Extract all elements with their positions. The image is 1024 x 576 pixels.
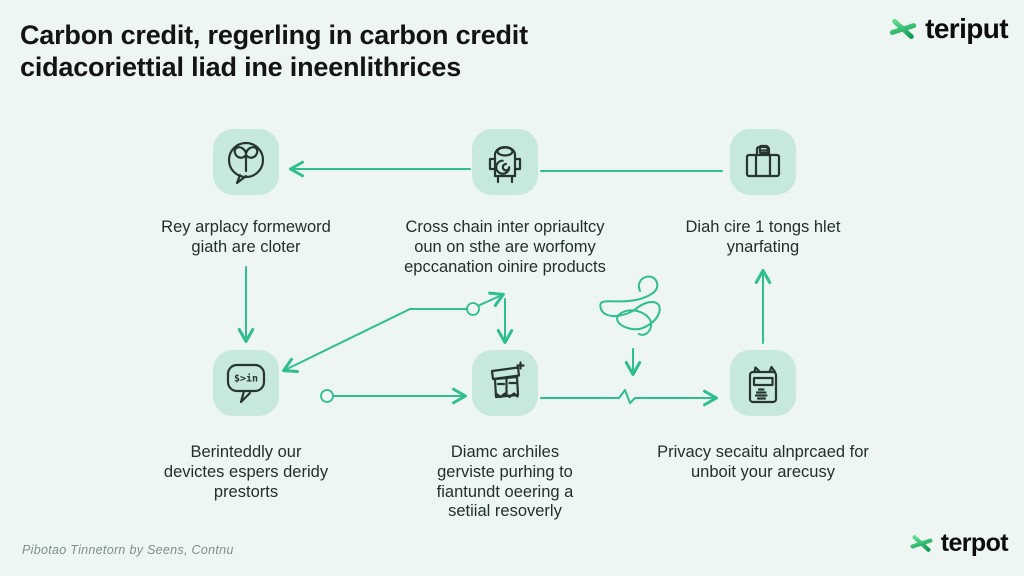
icon-tile [472, 129, 538, 195]
page-title: Carbon credit, regerling in carbon credi… [20, 20, 528, 82]
connector-node-dot [320, 389, 334, 403]
robot-icon [488, 146, 522, 184]
icon-tile [472, 350, 538, 416]
node-bottom-right: Privacy secaitu alnprcaed for unboit you… [623, 350, 903, 483]
node-top-center: Cross chain inter opriaultcy oun on sthe… [365, 129, 645, 277]
node-bottom-left: $>in Berinteddly our devictes espers der… [106, 350, 386, 502]
container-icon [748, 365, 778, 404]
node-label: Rey arplacy formeword giath are cloter [161, 218, 331, 256]
asterisk-icon [889, 15, 917, 43]
scribble-doodle [599, 275, 661, 336]
brand-logo-bottom: terpot [909, 529, 1009, 558]
icon-tile: $>in [213, 350, 279, 416]
arrow-bottom-center-to-bottom-right [540, 389, 718, 407]
node-top-left: Rey arplacy formeword giath are cloter [106, 129, 386, 258]
brand-name: teriput [925, 13, 1009, 44]
code-chat-icon-text: $>in [234, 373, 258, 385]
briefcase-icon [745, 144, 781, 178]
arrow-diagonal-double [282, 291, 505, 373]
speech-circle-icon [227, 141, 265, 185]
brand-name: terpot [940, 529, 1009, 557]
box-papers-icon [490, 361, 525, 399]
node-label: Diamc archiles gerviste purhing to fiant… [436, 443, 574, 521]
node-label: Privacy secaitu alnprcaed for unboit you… [657, 443, 869, 481]
icon-tile [730, 350, 796, 416]
node-label: Cross chain inter opriaultcy oun on sthe… [404, 218, 606, 276]
code-chat-icon: $>in [226, 363, 266, 404]
asterisk-icon [910, 532, 933, 555]
connector-node-dot [466, 302, 480, 316]
icon-tile [730, 129, 796, 195]
node-bottom-center: Diamc archiles gerviste purhing to fiant… [365, 350, 645, 522]
node-label: Berinteddly our devictes espers deridy p… [163, 443, 329, 501]
node-top-right: Diah cire 1 tongs hlet ynarfating [623, 129, 903, 258]
brand-logo-top: teriput [888, 13, 1009, 45]
icon-tile [213, 129, 279, 195]
footnote-text: Pibotao Tinnetorn by Seens, Contnu [22, 543, 234, 557]
node-label: Diah cire 1 tongs hlet ynarfating [685, 218, 841, 256]
